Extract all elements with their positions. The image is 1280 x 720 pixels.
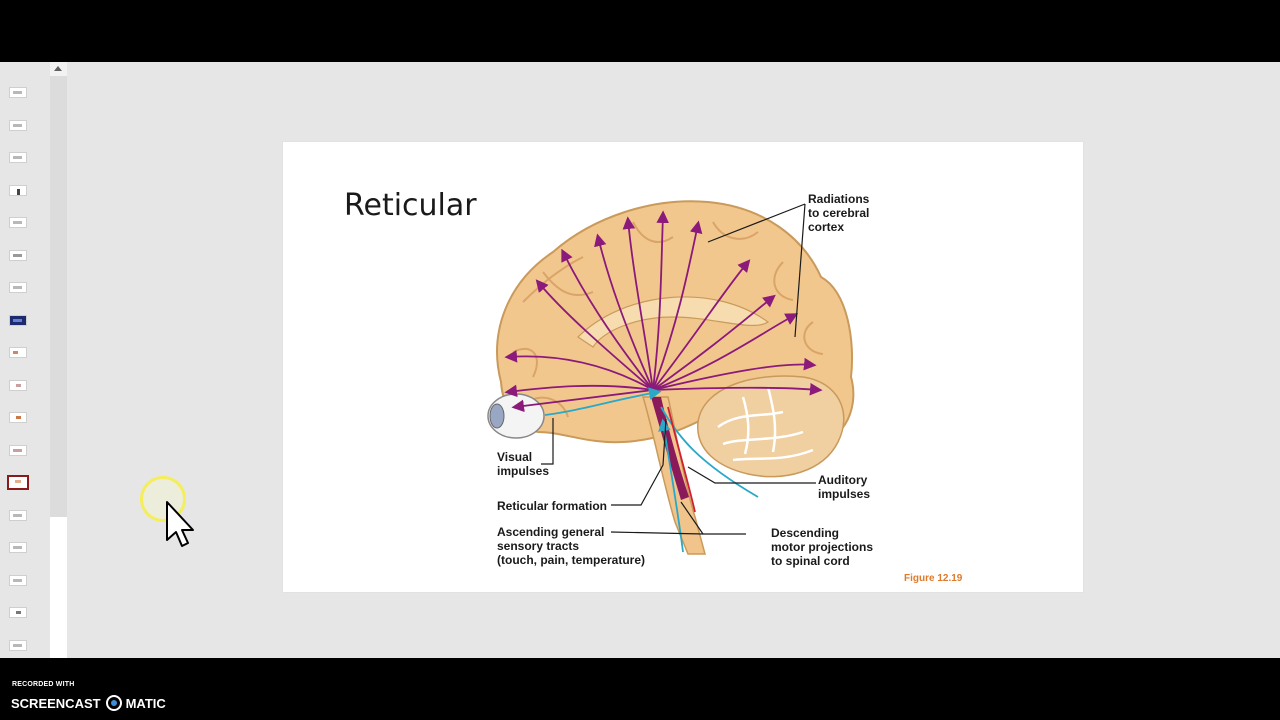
brand-right: MATIC bbox=[125, 695, 166, 711]
label-line: Radiations bbox=[808, 192, 870, 206]
brain-reticular-diagram bbox=[487, 200, 855, 555]
slide-thumbnail[interactable] bbox=[9, 282, 27, 293]
label-line: Auditory bbox=[818, 473, 868, 487]
slide-thumbnail[interactable] bbox=[9, 185, 27, 196]
slide-thumbnail[interactable] bbox=[9, 315, 27, 326]
label-line: motor projections bbox=[771, 540, 874, 554]
label-reticular-formation: Reticular formation bbox=[497, 499, 608, 513]
slide-thumbnail[interactable] bbox=[9, 412, 27, 423]
slide-thumbnail-panel bbox=[0, 62, 50, 658]
label-radiations: Radiations to cerebral cortex bbox=[808, 192, 869, 234]
figure-caption: Figure 12.19 bbox=[904, 573, 963, 584]
slide-thumbnail[interactable] bbox=[9, 217, 27, 228]
screencast-matic-logo: SCREENCAST MATIC bbox=[11, 692, 166, 714]
slide-thumbnail[interactable] bbox=[9, 640, 27, 651]
slide-thumbnail[interactable] bbox=[9, 445, 27, 456]
recorder-watermark-bar: RECORDED WITH SCREENCAST MATIC bbox=[0, 658, 1280, 720]
slide-thumbnail[interactable] bbox=[9, 120, 27, 131]
mouse-pointer-icon bbox=[166, 501, 194, 547]
thumbnail-scrollbar[interactable] bbox=[50, 62, 67, 658]
slide-thumbnail-selected[interactable] bbox=[7, 475, 29, 490]
label-line: Ascending general bbox=[497, 525, 605, 539]
label-line: cortex bbox=[808, 220, 845, 234]
label-line: impulses bbox=[818, 487, 871, 501]
label-line: Descending bbox=[771, 526, 840, 540]
label-auditory-impulses: Auditory impulses bbox=[818, 473, 870, 501]
label-line: Visual bbox=[497, 450, 533, 464]
label-descending-motor: Descending motor projections to spinal c… bbox=[771, 526, 873, 568]
slide-thumbnail[interactable] bbox=[9, 542, 27, 553]
label-line: sensory tracts bbox=[497, 539, 580, 553]
scrollbar-thumb[interactable] bbox=[50, 62, 67, 517]
slide-thumbnail[interactable] bbox=[9, 510, 27, 521]
scroll-up-button[interactable] bbox=[50, 62, 67, 76]
label-ascending-tracts: Ascending general sensory tracts (touch,… bbox=[497, 525, 645, 567]
video-top-bar bbox=[0, 0, 1280, 62]
slide-thumbnail[interactable] bbox=[9, 87, 27, 98]
label-visual-impulses: Visual impulses bbox=[497, 450, 549, 478]
slide-thumbnail[interactable] bbox=[9, 575, 27, 586]
label-line: (touch, pain, temperature) bbox=[497, 553, 646, 567]
slide-thumbnail[interactable] bbox=[9, 347, 27, 358]
recorded-with-text: RECORDED WITH bbox=[12, 681, 75, 688]
slide-thumbnail[interactable] bbox=[9, 250, 27, 261]
slide-title[interactable]: Reticular bbox=[344, 188, 477, 223]
record-dot-icon bbox=[105, 695, 122, 711]
label-line: to cerebral bbox=[808, 206, 870, 220]
slide-thumbnail[interactable] bbox=[9, 607, 27, 618]
label-line: impulses bbox=[497, 464, 550, 478]
arrow-up-icon bbox=[54, 66, 62, 71]
label-line: to spinal cord bbox=[771, 554, 850, 568]
brand-left: SCREENCAST bbox=[11, 695, 101, 711]
presentation-app: Reticular bbox=[0, 62, 1280, 658]
slide-thumbnail[interactable] bbox=[9, 380, 27, 391]
slide-canvas[interactable]: Reticular bbox=[283, 142, 1083, 592]
slide-thumbnail[interactable] bbox=[9, 152, 27, 163]
